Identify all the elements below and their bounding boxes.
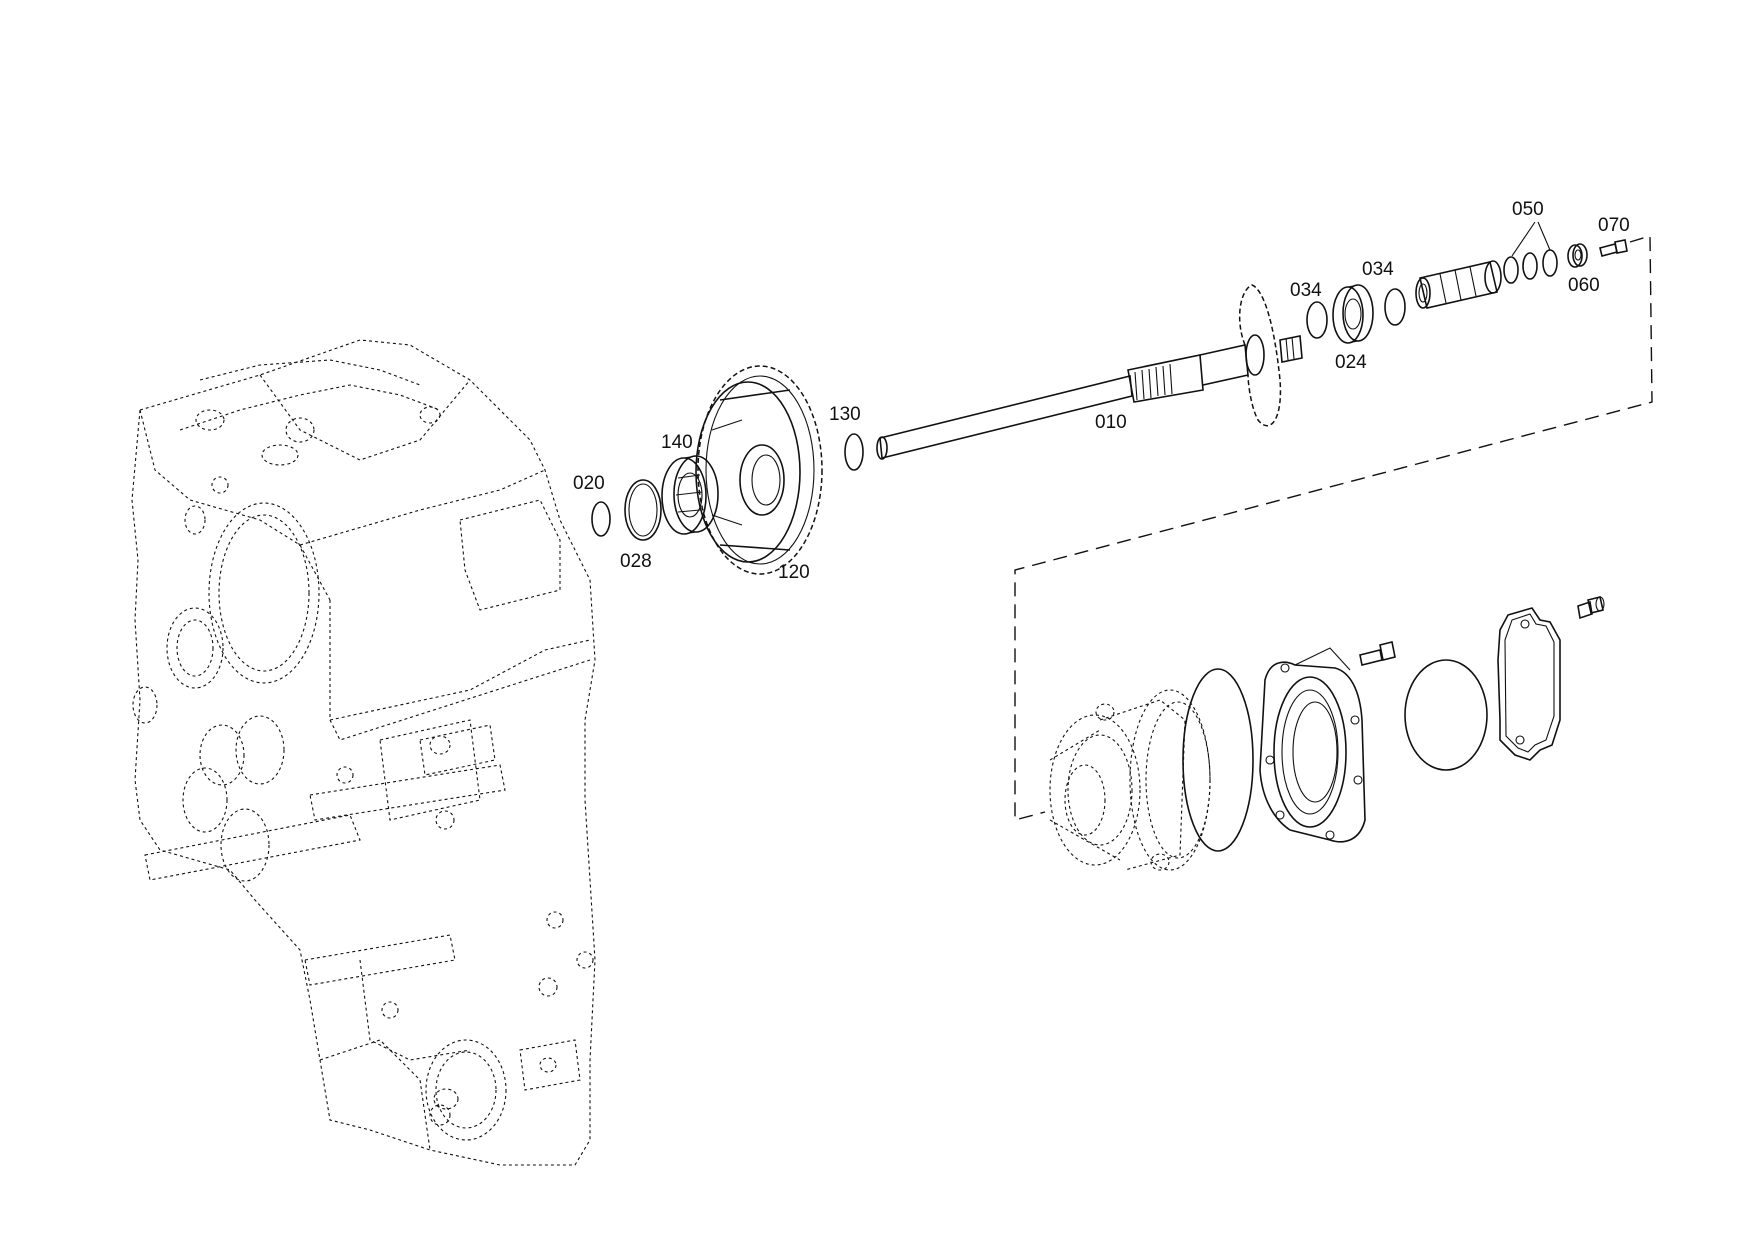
o-ring-large	[1182, 668, 1254, 852]
label-120: 120	[778, 562, 810, 583]
sleeve	[1415, 260, 1502, 309]
bearing-140	[661, 455, 719, 535]
cover-plate	[1497, 607, 1561, 761]
label-028: 028	[620, 551, 652, 572]
label-060: 060	[1568, 275, 1600, 296]
assembly-dashed-line	[1014, 235, 1653, 821]
bearing-024	[1332, 284, 1374, 344]
label-034-left: 034	[1290, 280, 1322, 301]
leader-lines	[1511, 221, 1551, 257]
label-070: 070	[1598, 215, 1630, 236]
label-024: 024	[1335, 352, 1367, 373]
label-034-right: 034	[1362, 259, 1394, 280]
ring-130	[844, 433, 864, 471]
label-050: 050	[1512, 199, 1544, 220]
bolt-070	[1599, 239, 1628, 257]
nut-060	[1567, 243, 1588, 268]
ring-034-right	[1384, 288, 1406, 326]
pto-hub-assembly	[1049, 689, 1211, 871]
screw-small	[1359, 641, 1396, 666]
snap-ring-020	[591, 501, 611, 537]
part-labels: 010 020 024 028 034 034 050 060 070 120 …	[573, 199, 1630, 583]
label-130: 130	[829, 404, 861, 425]
shaft-010	[876, 284, 1303, 460]
o-rings-050	[1503, 249, 1558, 284]
flange-housing	[1259, 647, 1366, 843]
ring-034-left	[1306, 301, 1328, 339]
label-020: 020	[573, 473, 605, 494]
gear-120	[695, 365, 823, 575]
label-010: 010	[1095, 412, 1127, 433]
ring-028	[624, 479, 662, 541]
o-ring-medium	[1404, 659, 1488, 771]
label-140: 140	[661, 432, 693, 453]
transmission-housing	[131, 339, 596, 1166]
plug-screw	[1577, 596, 1605, 620]
